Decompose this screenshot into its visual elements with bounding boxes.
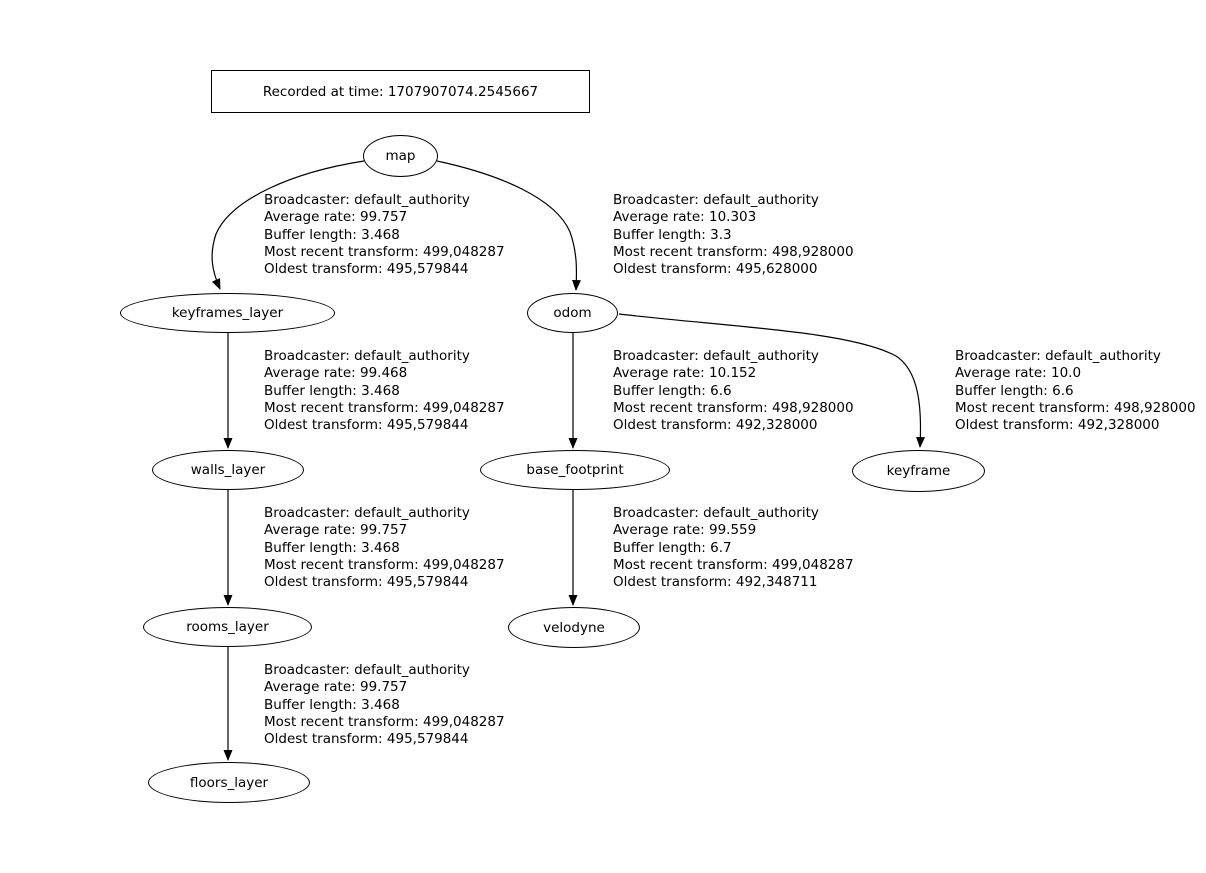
edge-label-line: Most recent transform: 498,928000 xyxy=(613,243,854,260)
edge-label-base_footprint-to-velodyne: Broadcaster: default_authority Average r… xyxy=(613,505,854,591)
edge-label-line: Oldest transform: 495,579844 xyxy=(264,731,469,748)
edge-label-odom-to-base_footprint: Broadcaster: default_authority Average r… xyxy=(613,348,854,434)
node-keyframe-label: keyframe xyxy=(886,463,951,479)
edge-label-line: Broadcaster: default_authority xyxy=(264,505,470,521)
edge-map-to-keyframes_layer-arrow xyxy=(211,160,365,290)
node-base_footprint: base_footprint xyxy=(480,450,670,490)
edge-label-line: Oldest transform: 492,348711 xyxy=(613,574,818,591)
edge-label-rooms_layer-to-floors_layer: Broadcaster: default_authority Average r… xyxy=(264,662,505,748)
edge-label-line: Broadcaster: default_authority xyxy=(264,662,470,678)
node-rooms_layer: rooms_layer xyxy=(143,607,312,647)
edge-label-line: Broadcaster: default_authority xyxy=(613,348,819,364)
node-floors_layer: floors_layer xyxy=(148,762,310,803)
edge-label-keyframes_layer-to-walls_layer: Broadcaster: default_authority Average r… xyxy=(264,348,505,434)
recorded-time-box: Recorded at time: 1707907074.2545667 xyxy=(211,70,590,113)
edge-label-line: Average rate: 99.757 xyxy=(264,209,408,226)
edge-label-line: Buffer length: 3.468 xyxy=(264,226,400,243)
node-keyframes_layer-label: keyframes_layer xyxy=(171,305,284,321)
node-velodyne-label: velodyne xyxy=(543,619,605,636)
edge-label-line: Oldest transform: 495,579844 xyxy=(264,417,469,434)
edge-label-line: Most recent transform: 499,048287 xyxy=(264,243,505,260)
edge-label-line: Average rate: 99.757 xyxy=(264,522,408,539)
edge-label-line: Oldest transform: 492,328000 xyxy=(955,417,1160,434)
edge-label-line: Average rate: 10.152 xyxy=(613,365,757,382)
edge-label-line: Broadcaster: default_authority xyxy=(955,348,1161,364)
edge-label-line: Broadcaster: default_authority xyxy=(264,192,470,208)
edge-label-line: Broadcaster: default_authority xyxy=(613,505,819,521)
edge-label-line: Buffer length: 3.3 xyxy=(613,226,732,243)
edge-label-line: Broadcaster: default_authority xyxy=(613,192,819,208)
edge-label-line: Average rate: 99.468 xyxy=(264,365,408,382)
node-keyframe: keyframe xyxy=(852,450,985,492)
node-base_footprint-label: base_footprint xyxy=(526,462,624,478)
edge-label-walls_layer-to-rooms_layer: Broadcaster: default_authority Average r… xyxy=(264,505,505,591)
edge-label-line: Average rate: 10.0 xyxy=(955,365,1082,382)
edge-label-line: Most recent transform: 498,928000 xyxy=(613,399,854,416)
recorded-time-text: Recorded at time: 1707907074.2545667 xyxy=(262,83,539,100)
edge-label-line: Most recent transform: 499,048287 xyxy=(264,556,505,573)
node-map: map xyxy=(363,135,438,177)
node-keyframes_layer: keyframes_layer xyxy=(120,293,335,333)
edge-label-line: Most recent transform: 499,048287 xyxy=(264,713,505,730)
node-velodyne: velodyne xyxy=(508,607,640,648)
edge-label-map-to-keyframes_layer: Broadcaster: default_authority Average r… xyxy=(264,192,505,278)
edge-label-line: Buffer length: 3.468 xyxy=(264,539,400,556)
edge-label-odom-to-keyframe: Broadcaster: default_authority Average r… xyxy=(955,348,1196,434)
edge-label-line: Oldest transform: 492,328000 xyxy=(613,417,818,434)
edge-label-line: Buffer length: 3.468 xyxy=(264,696,400,713)
node-floors_layer-label: floors_layer xyxy=(189,774,269,791)
node-walls_layer: walls_layer xyxy=(152,450,304,490)
edge-map-to-odom-arrow xyxy=(436,160,581,291)
edge-label-line: Most recent transform: 499,048287 xyxy=(613,556,854,573)
edge-label-map-to-odom: Broadcaster: default_authority Average r… xyxy=(613,192,854,278)
node-odom: odom xyxy=(527,293,618,333)
edge-label-line: Buffer length: 3.468 xyxy=(264,382,400,399)
edge-label-line: Average rate: 10.303 xyxy=(613,209,757,226)
edge-label-line: Most recent transform: 499,048287 xyxy=(264,399,505,416)
node-walls_layer-label: walls_layer xyxy=(190,462,266,478)
edge-label-line: Broadcaster: default_authority xyxy=(264,348,470,364)
edge-label-line: Buffer length: 6.7 xyxy=(613,539,732,556)
node-rooms_layer-label: rooms_layer xyxy=(186,619,269,635)
node-map-label: map xyxy=(385,148,416,164)
edge-label-line: Average rate: 99.757 xyxy=(264,679,408,696)
node-odom-label: odom xyxy=(553,305,592,321)
edge-label-line: Buffer length: 6.6 xyxy=(613,382,732,399)
edge-label-line: Oldest transform: 495,579844 xyxy=(264,574,469,591)
edge-label-line: Most recent transform: 498,928000 xyxy=(955,399,1196,416)
edge-odom-to-keyframe-arrow xyxy=(618,313,925,448)
edge-label-line: Average rate: 99.559 xyxy=(613,522,757,539)
edge-label-line: Oldest transform: 495,628000 xyxy=(613,261,818,278)
edge-label-line: Buffer length: 6.6 xyxy=(955,382,1074,399)
edge-label-line: Oldest transform: 495,579844 xyxy=(264,261,469,278)
